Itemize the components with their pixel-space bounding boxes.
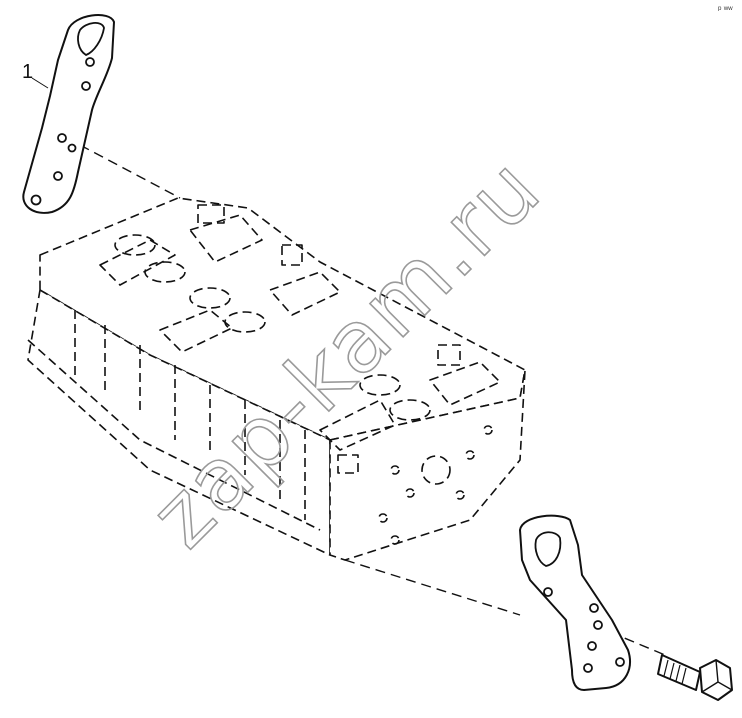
corner-mark: ᵖ ʷʷ	[718, 4, 733, 14]
bracket-hole	[615, 657, 625, 667]
leader-line-lower	[344, 559, 521, 616]
bracket-hole	[593, 620, 603, 630]
lifting-bracket-rear	[519, 514, 631, 691]
head-side-ribs	[74, 310, 306, 520]
bracket-hole	[53, 171, 63, 181]
hex-bolt	[657, 654, 733, 701]
bracket-hole	[57, 133, 67, 143]
bracket-hole	[587, 641, 597, 651]
head-end-face-details	[378, 425, 493, 545]
callout-1: 1	[22, 61, 33, 83]
leader-line-upper	[79, 144, 181, 199]
cylinder-head-phantom	[27, 197, 526, 561]
bracket-hole	[67, 143, 77, 153]
lifting-eye-hole	[77, 22, 105, 56]
bracket-hole	[589, 603, 599, 613]
valve-pockets	[99, 204, 501, 474]
lifting-bracket-front	[22, 14, 115, 214]
bracket-hole	[543, 587, 553, 597]
bracket-hole	[30, 194, 42, 206]
head-end-face	[329, 369, 526, 561]
bolt-shank	[657, 654, 701, 691]
callout-1-leader	[31, 77, 49, 89]
bracket-hole	[85, 57, 95, 67]
lifting-eye-hole	[534, 531, 562, 567]
head-lower-lip	[27, 339, 321, 531]
bracket-hole	[81, 81, 91, 91]
bracket-hole	[583, 663, 593, 673]
